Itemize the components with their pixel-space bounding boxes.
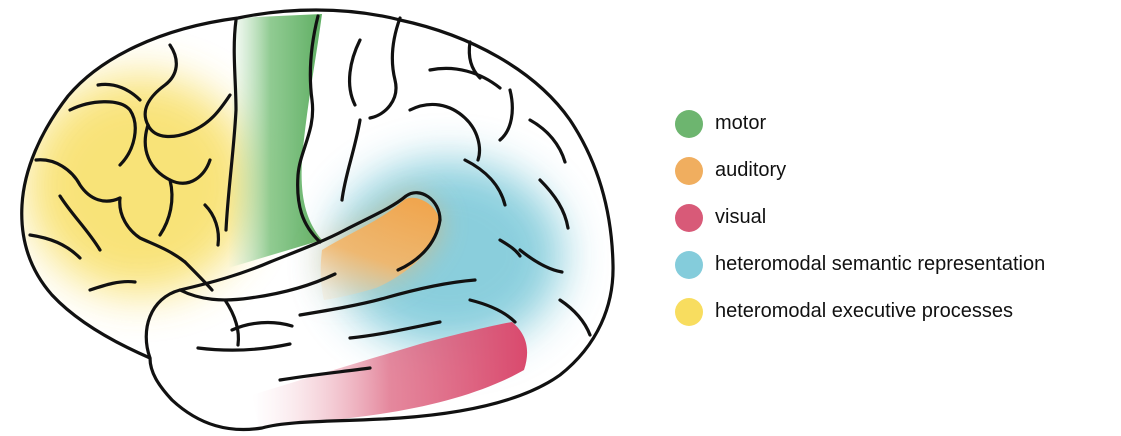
legend-item-auditory: auditory — [675, 147, 1115, 194]
legend-item-motor: motor — [675, 100, 1115, 147]
legend-label-visual: visual — [715, 206, 766, 229]
visual-swatch-icon — [675, 204, 703, 232]
legend-label-motor: motor — [715, 112, 766, 135]
semantic-swatch-icon — [675, 251, 703, 279]
motor-swatch-icon — [675, 110, 703, 138]
legend-label-executive: heteromodal executive processes — [715, 300, 1013, 323]
auditory-swatch-icon — [675, 157, 703, 185]
legend-item-semantic: heteromodal semantic representation — [675, 241, 1115, 288]
executive-swatch-icon — [675, 298, 703, 326]
legend-item-executive: heteromodal executive processes — [675, 288, 1115, 335]
legend-label-semantic: heteromodal semantic representation — [715, 253, 1045, 276]
legend-item-visual: visual — [675, 194, 1115, 241]
legend: motor auditory visual heteromodal semant… — [675, 100, 1115, 335]
legend-label-auditory: auditory — [715, 159, 786, 182]
brain-diagram — [0, 0, 660, 436]
